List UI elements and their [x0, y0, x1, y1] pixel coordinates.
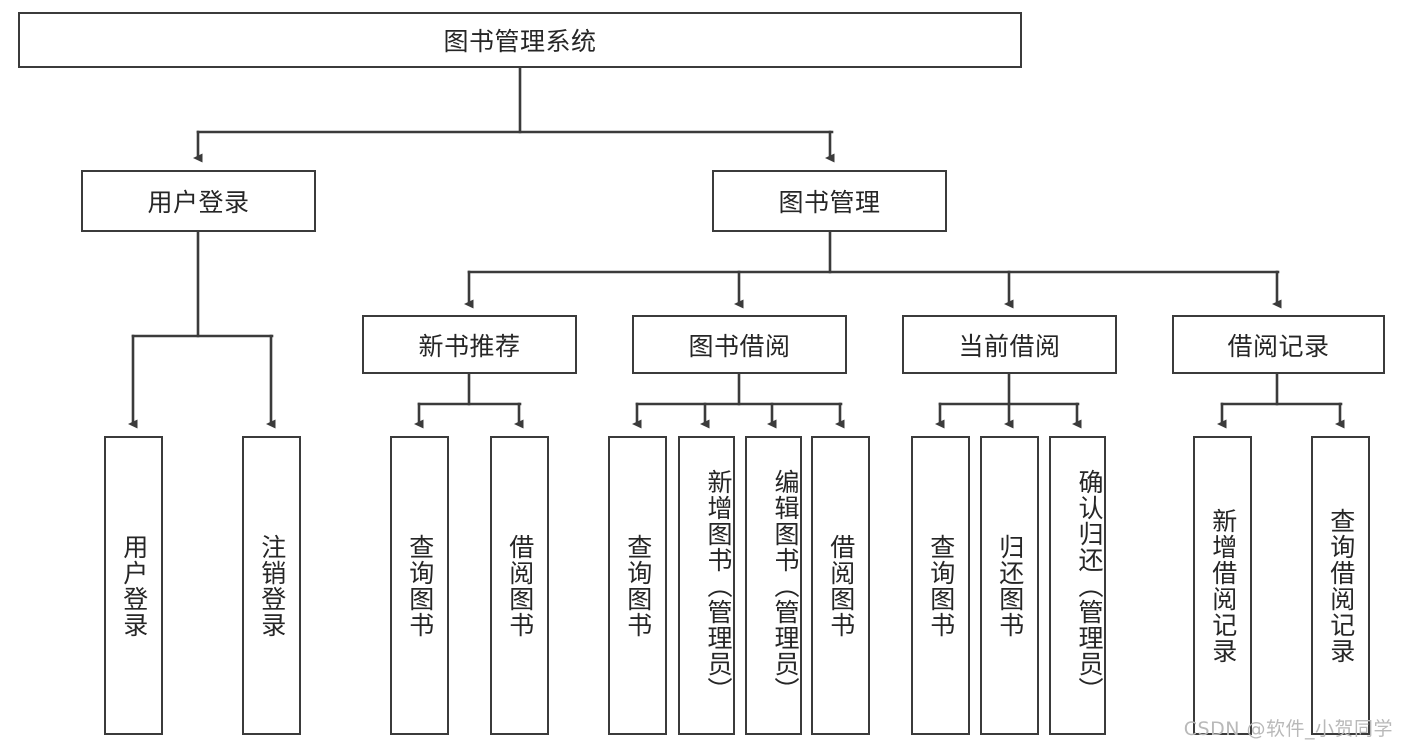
node-leaf-return-book-label: 归还图书 — [995, 533, 1025, 638]
node-leaf-confirm-return-label: 确认归还（管理员） — [1075, 468, 1104, 703]
node-leaf-add-book[interactable]: 新增图书（管理员） — [678, 436, 735, 735]
node-leaf-query-record-label: 查询借阅记录 — [1326, 507, 1356, 664]
node-user-login-label: 用户登录 — [147, 188, 250, 217]
node-leaf-query-book-2[interactable]: 查询图书 — [608, 436, 667, 735]
node-root-label: 图书管理系统 — [443, 27, 597, 56]
node-leaf-edit-book[interactable]: 编辑图书（管理员） — [745, 436, 802, 735]
node-new-book-rec[interactable]: 新书推荐 — [362, 315, 577, 374]
node-leaf-add-record[interactable]: 新增借阅记录 — [1193, 436, 1252, 735]
node-borrow-record[interactable]: 借阅记录 — [1172, 315, 1385, 374]
node-book-borrow-label: 图书借阅 — [688, 331, 791, 361]
node-leaf-query-book-1-label: 查询图书 — [405, 533, 435, 638]
node-book-manage[interactable]: 图书管理 — [712, 170, 947, 232]
node-leaf-query-book-1[interactable]: 查询图书 — [390, 436, 449, 735]
node-leaf-edit-book-label: 编辑图书（管理员） — [771, 468, 800, 703]
node-leaf-confirm-return[interactable]: 确认归还（管理员） — [1049, 436, 1106, 735]
node-user-login[interactable]: 用户登录 — [81, 170, 316, 232]
node-leaf-borrow-book-2-label: 借阅图书 — [826, 533, 856, 638]
node-current-borrow-label: 当前借阅 — [958, 331, 1061, 361]
node-leaf-add-record-label: 新增借阅记录 — [1208, 507, 1238, 664]
watermark-text: CSDN @软件_小贺同学 — [1183, 718, 1393, 740]
node-leaf-borrow-book-1[interactable]: 借阅图书 — [490, 436, 549, 735]
node-leaf-user-login[interactable]: 用户登录 — [104, 436, 163, 735]
node-leaf-logout[interactable]: 注销登录 — [242, 436, 301, 735]
node-leaf-query-book-3-label: 查询图书 — [926, 533, 956, 638]
node-current-borrow[interactable]: 当前借阅 — [902, 315, 1117, 374]
node-leaf-query-book-2-label: 查询图书 — [623, 533, 653, 638]
node-leaf-user-login-label: 用户登录 — [119, 533, 149, 638]
node-leaf-query-record[interactable]: 查询借阅记录 — [1311, 436, 1370, 735]
node-new-book-rec-label: 新书推荐 — [418, 331, 521, 361]
node-leaf-borrow-book-2[interactable]: 借阅图书 — [811, 436, 870, 735]
node-leaf-return-book[interactable]: 归还图书 — [980, 436, 1039, 735]
node-leaf-query-book-3[interactable]: 查询图书 — [911, 436, 970, 735]
node-leaf-add-book-label: 新增图书（管理员） — [704, 468, 733, 703]
node-leaf-logout-label: 注销登录 — [257, 533, 287, 638]
node-root[interactable]: 图书管理系统 — [18, 12, 1022, 68]
node-book-borrow[interactable]: 图书借阅 — [632, 315, 847, 374]
node-borrow-record-label: 借阅记录 — [1227, 331, 1330, 361]
node-book-manage-label: 图书管理 — [778, 188, 881, 217]
node-leaf-borrow-book-1-label: 借阅图书 — [505, 533, 535, 638]
